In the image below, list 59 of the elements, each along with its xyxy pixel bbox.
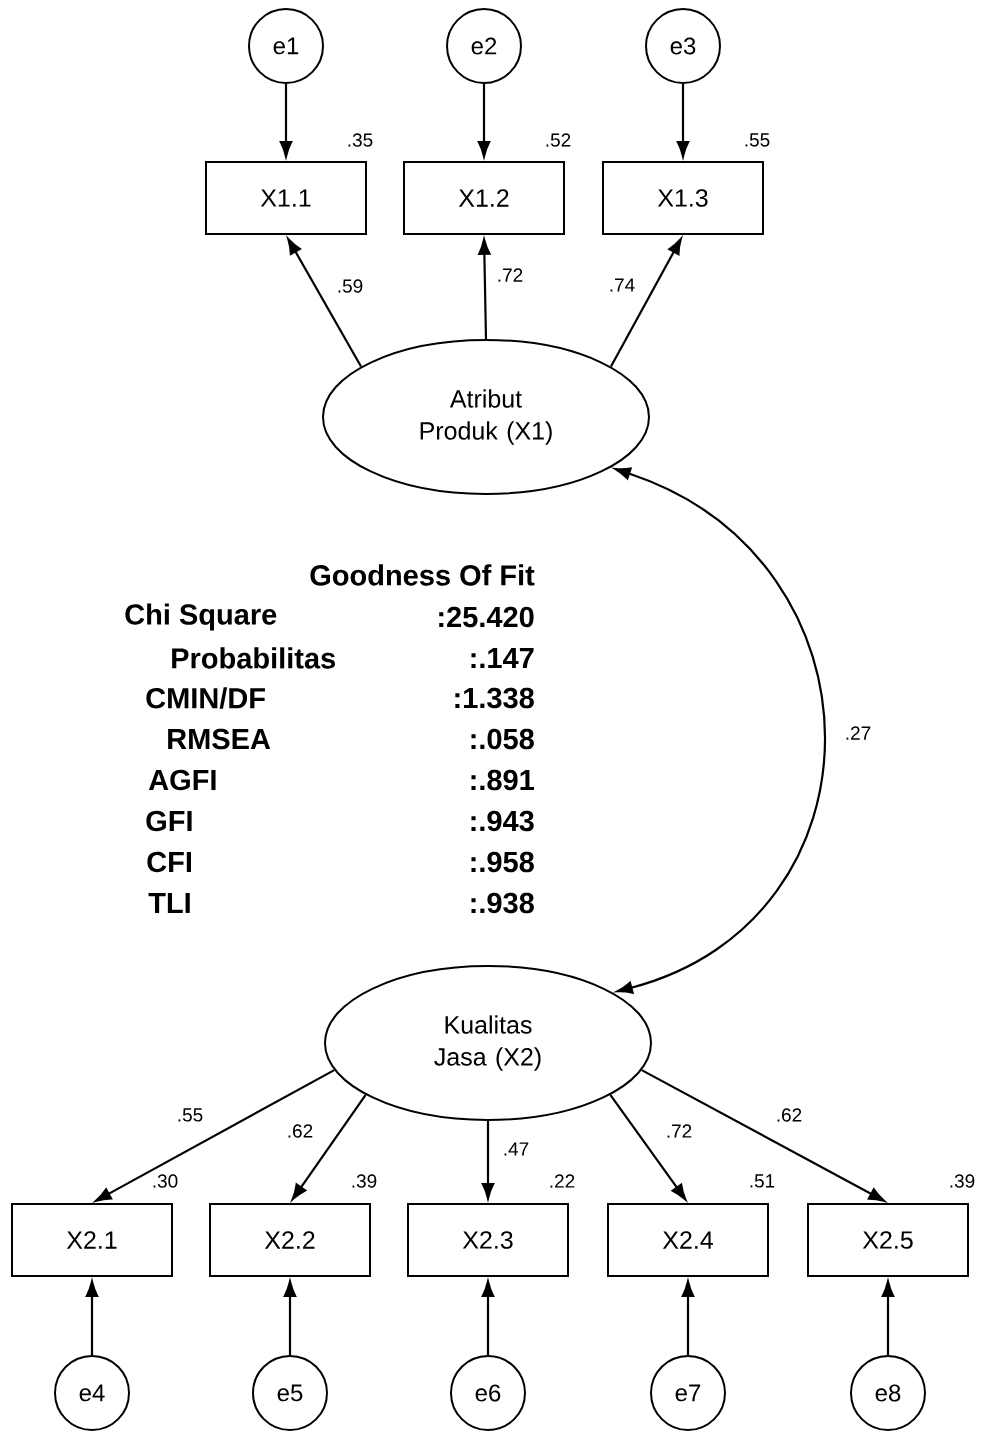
arrow [609, 1094, 687, 1201]
fit-value: :.938 [471, 892, 534, 914]
squared-correlation: .39 [352, 1174, 377, 1188]
arrow [681, 1280, 695, 1355]
indicator-box: X2.4 [607, 1203, 769, 1277]
arrow [287, 238, 362, 368]
squared-correlation: .30 [153, 1174, 178, 1188]
edge-label: .62 [285, 1123, 315, 1139]
arrow [478, 238, 491, 339]
squared-correlation: .22 [550, 1174, 575, 1188]
squared-correlation: .51 [750, 1174, 775, 1188]
fit-value: :.058 [471, 728, 534, 750]
fit-value: :.147 [471, 648, 534, 668]
arrow [481, 1121, 495, 1200]
arrow [95, 1069, 335, 1202]
indicator-box: X1.2 [403, 161, 565, 235]
fit-index-name: RMSEA [168, 728, 271, 750]
edge-label: .72 [664, 1123, 694, 1139]
arrow [676, 84, 690, 158]
table-heading: Goodness Of Fit [310, 564, 535, 586]
squared-correlation: .39 [950, 1174, 975, 1188]
fit-value: :.943 [471, 810, 534, 832]
fit-index-name: Probabilitas [172, 647, 335, 669]
fit-index-name: GFI [146, 810, 192, 832]
indicator-box: X2.5 [807, 1203, 969, 1277]
fit-value: :1.338 [455, 687, 534, 709]
edge-label: .74 [607, 277, 637, 293]
arrow [477, 84, 491, 158]
fit-index-name: TLI [148, 893, 190, 913]
squared-correlation: .35 [348, 133, 373, 147]
arrow [481, 1280, 495, 1355]
fit-index-name: CFI [147, 851, 191, 873]
edge-label: .55 [175, 1107, 205, 1123]
arrow [291, 1094, 367, 1201]
fit-value: :25.420 [439, 606, 534, 628]
indicator-box: X2.3 [407, 1203, 569, 1277]
arrow [641, 1069, 885, 1202]
arrow [85, 1280, 99, 1355]
fit-value: :.958 [471, 851, 534, 873]
fit-index-name: CMIN/DF [146, 687, 265, 709]
edge-label: .27 [843, 725, 873, 741]
fit-index-name: AGFI [148, 769, 216, 791]
edge-label: .72 [495, 267, 525, 283]
fit-value: :.891 [471, 769, 534, 791]
arrow [881, 1280, 895, 1355]
edge-label: .47 [501, 1141, 531, 1157]
indicator-box: X1.1 [205, 161, 367, 235]
indicator-box: X1.3 [602, 161, 764, 235]
edge-label: .59 [335, 278, 365, 294]
indicator-box: X2.1 [11, 1203, 173, 1277]
arrow [279, 84, 293, 158]
squared-correlation: .52 [546, 133, 571, 147]
indicator-box: X2.2 [209, 1203, 371, 1277]
squared-correlation: .55 [745, 133, 770, 147]
fit-index-name: Chi Square [125, 603, 277, 631]
arrow [283, 1280, 297, 1355]
arrow [610, 238, 682, 368]
edge-label: .62 [774, 1107, 804, 1123]
arrow [614, 467, 826, 994]
